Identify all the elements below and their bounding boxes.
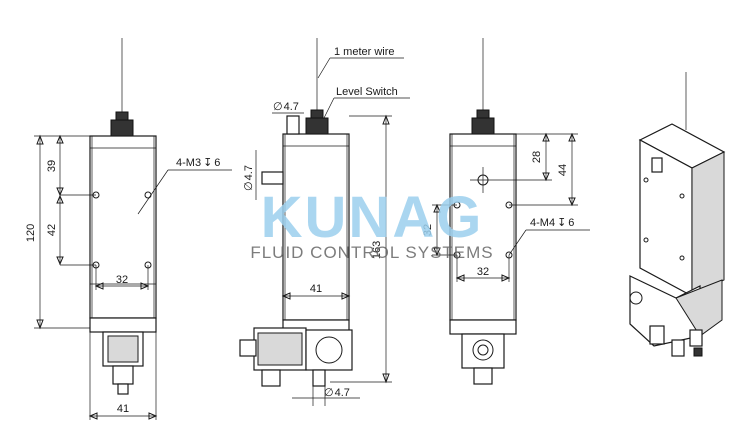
housing-front bbox=[639, 138, 693, 298]
dim-left-hole-span: 32 bbox=[116, 274, 128, 286]
side-view: 1 meter wire Level Switch ∅4.7 ∅4.7 163 … bbox=[239, 38, 410, 406]
wire-callout: 1 meter wire bbox=[334, 46, 395, 58]
dim-left-width: 41 bbox=[117, 403, 129, 415]
solenoid-coil bbox=[461, 333, 505, 369]
dim-left-height: 120 bbox=[25, 224, 37, 242]
dim-right-32v: 32 bbox=[422, 224, 434, 236]
sensor-housing bbox=[282, 133, 350, 321]
dim-right-32h: 32 bbox=[477, 266, 489, 278]
sensor-housing bbox=[89, 135, 157, 319]
dim-mid-total: 163 bbox=[371, 241, 383, 259]
wire-gland bbox=[115, 111, 129, 121]
thread-callout-m4: 4-M4↧6 bbox=[530, 217, 574, 229]
watermark-brand: KUNAG bbox=[261, 185, 484, 250]
nozzle-side bbox=[261, 171, 284, 185]
valve-plate bbox=[89, 317, 157, 333]
dim-mid-dia-top: ∅4.7 bbox=[273, 101, 299, 113]
dim-mid-dia-bottom: ∅4.7 bbox=[324, 387, 350, 399]
dim-mid-dia-side: ∅4.7 bbox=[243, 165, 255, 191]
switch-callout: Level Switch bbox=[336, 86, 398, 98]
dim-left-upper: 39 bbox=[46, 160, 58, 172]
valve-port bbox=[112, 365, 134, 385]
dim-left-mid: 42 bbox=[46, 224, 58, 236]
nozzle-top bbox=[286, 115, 300, 135]
thread-callout-m3: 4-M3↧6 bbox=[176, 157, 220, 169]
brand-watermark: KUNAG FLUID CONTROL SYSTEMS bbox=[250, 185, 493, 262]
watermark-tagline: FLUID CONTROL SYSTEMS bbox=[250, 243, 493, 262]
switch-connector bbox=[305, 117, 329, 135]
dim-right-44: 44 bbox=[557, 164, 569, 176]
dim-right-28: 28 bbox=[531, 151, 543, 163]
housing-side bbox=[691, 151, 725, 297]
switch-connector bbox=[110, 119, 134, 137]
sensor-housing bbox=[449, 133, 517, 321]
switch-connector bbox=[471, 117, 495, 135]
dim-mid-width: 41 bbox=[310, 283, 322, 295]
rear-view: 28 44 32 32 4-M4↧6 bbox=[422, 38, 590, 385]
valve-port bbox=[472, 339, 494, 361]
valve-port bbox=[315, 336, 343, 364]
front-view: 120 39 42 32 4-M3↧6 41 bbox=[25, 38, 232, 420]
isometric-view bbox=[629, 72, 726, 357]
